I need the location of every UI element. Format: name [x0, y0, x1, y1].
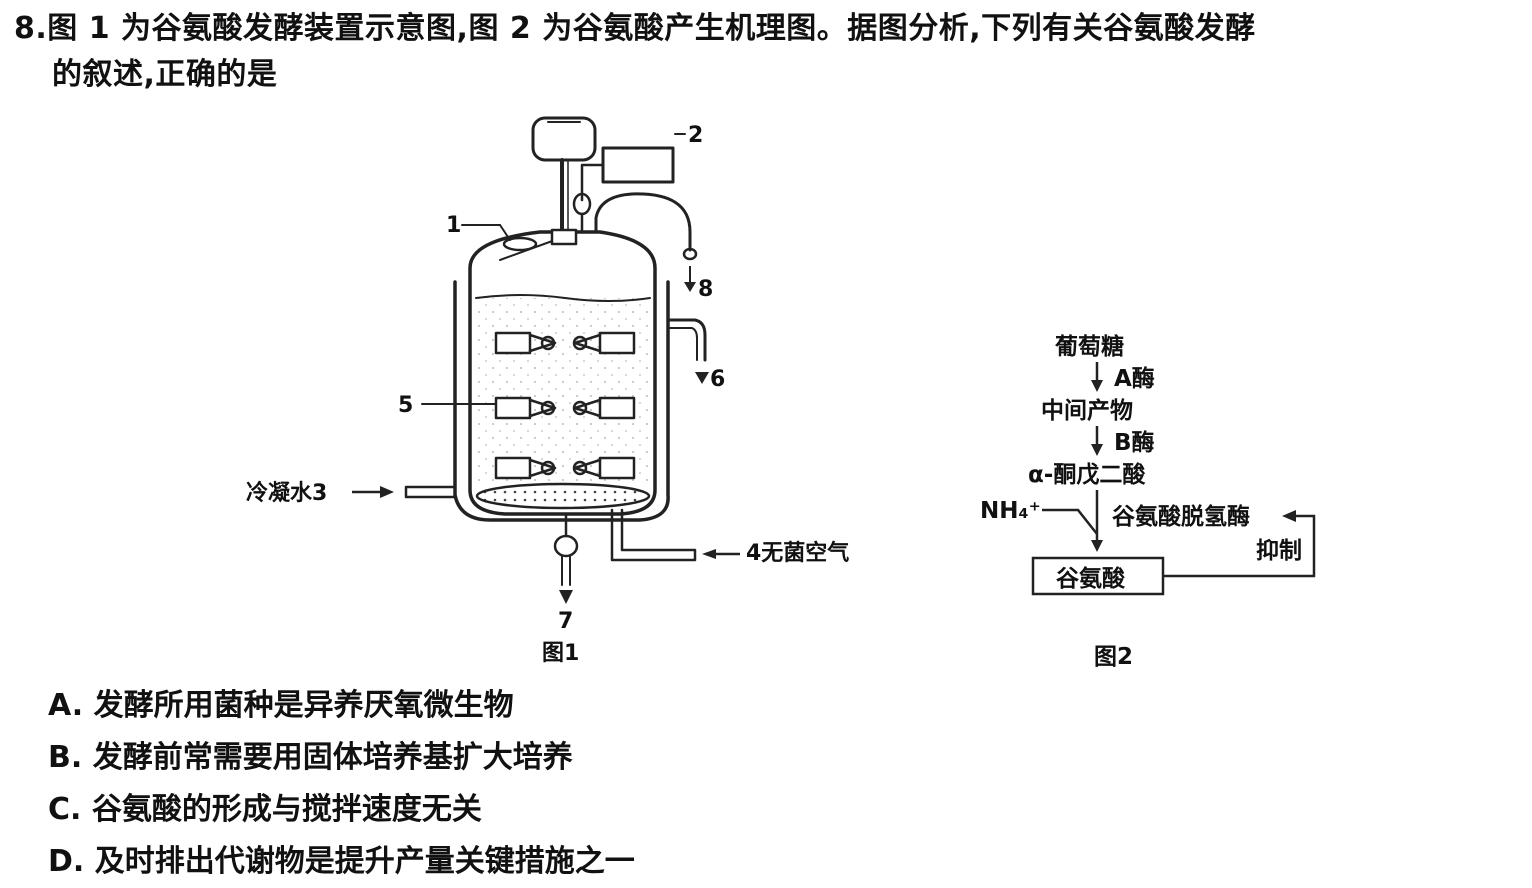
option-d-letter: D.: [48, 844, 85, 879]
enzyme-glutamate-dehydrogenase: 谷氨酸脱氢酶: [1112, 503, 1250, 530]
inlet-port-1: [502, 236, 538, 252]
node-intermediate: 中间产物: [1041, 397, 1133, 424]
option-c-text: 谷氨酸的形成与搅拌速度无关: [91, 792, 482, 827]
enzyme-a-label: A酶: [1114, 365, 1155, 392]
label-5: 5: [398, 393, 413, 418]
option-b[interactable]: B. 发酵前常需要用固体培养基扩大培养: [48, 732, 635, 784]
label-8: 8: [698, 277, 713, 302]
drain-valve-7: [553, 534, 579, 558]
label-7: 7: [558, 609, 573, 634]
option-d[interactable]: D. 及时排出代谢物是提升产量关键措施之一: [48, 836, 635, 888]
option-a-text: 发酵所用菌种是异养厌氧微生物: [93, 688, 514, 723]
option-d-text: 及时排出代谢物是提升产量关键措施之一: [94, 844, 635, 879]
culture-medium: [475, 298, 651, 486]
node-glutamate: 谷氨酸: [1056, 565, 1126, 592]
answer-options: A. 发酵所用菌种是异养厌氧微生物 B. 发酵前常需要用固体培养基扩大培养 C.…: [48, 680, 635, 888]
cooling-water-outlet-6: [666, 318, 707, 362]
node-ammonium: NH₄⁺: [980, 498, 1041, 524]
enzyme-b-label: B酶: [1114, 429, 1155, 456]
label-6: 6: [710, 367, 725, 392]
impeller-middle: [494, 396, 636, 420]
node-alpha-ketoglutarate: α-酮戊二酸: [1028, 462, 1146, 488]
question-stem: 8.图 1 为谷氨酸发酵装置示意图,图 2 为谷氨酸产生机理图。据图分析,下列有…: [14, 6, 1524, 98]
label-3: 冷凝水3: [246, 480, 327, 506]
figure-1-caption: 图1: [542, 641, 579, 666]
option-c-letter: C.: [48, 792, 82, 827]
option-b-text: 发酵前常需要用固体培养基扩大培养: [92, 740, 573, 775]
option-a-letter: A.: [48, 688, 84, 723]
node-glucose: 葡萄糖: [1054, 333, 1124, 360]
air-sparger: [475, 482, 651, 510]
option-c[interactable]: C. 谷氨酸的形成与搅拌速度无关: [48, 784, 635, 836]
option-a[interactable]: A. 发酵所用菌种是异养厌氧微生物: [48, 680, 635, 732]
option-b-letter: B.: [48, 740, 83, 775]
question-stem-line1: 图 1 为谷氨酸发酵装置示意图,图 2 为谷氨酸产生机理图。据图分析,下列有关谷…: [47, 11, 1256, 46]
feedback-inhibition-line: [1163, 514, 1316, 578]
sterile-air-inlet-4: [610, 508, 697, 562]
cooling-water-inlet-3: [404, 485, 457, 499]
exhaust-pipe-8: [594, 192, 692, 252]
impeller-bottom: [494, 456, 636, 480]
impeller-top: [494, 331, 636, 355]
figure-2-caption: 图2: [1094, 644, 1133, 670]
question-stem-line2: 的叙述,正确的是: [52, 57, 278, 92]
question-number: 8.: [14, 11, 48, 46]
label-4: 4无菌空气: [746, 540, 849, 566]
inhibition-label: 抑制: [1256, 538, 1302, 564]
label-1: 1: [446, 213, 461, 238]
label-2: 2: [688, 123, 703, 148]
